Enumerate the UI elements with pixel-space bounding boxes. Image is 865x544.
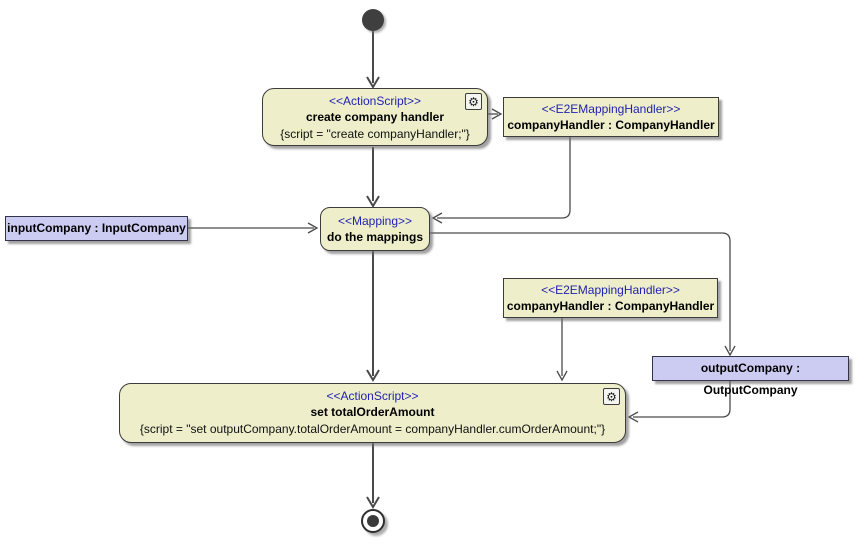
action-node-do-the-mappings[interactable]: <<Mapping>> do the mappings [320, 207, 430, 251]
script-label: {script = "create companyHandler;"} [280, 127, 470, 141]
stereotype-label: <<Mapping>> [337, 214, 413, 228]
edge-set-to-final [366, 443, 380, 509]
object-name: inputCompany : InputCompany [7, 221, 186, 235]
edge-companyhandler-to-mapping [431, 137, 571, 224]
object-node-company-handler-top[interactable]: <<E2EMappingHandler>> companyHandler : C… [503, 97, 719, 137]
edge-start-to-create [366, 31, 380, 89]
edge-create-to-companyhandler [488, 108, 503, 120]
action-node-create-company-handler[interactable]: <<ActionScript>> create company handler … [262, 88, 488, 146]
gear-icon: ⚙ [603, 388, 620, 405]
action-node-set-total-order-amount[interactable]: <<ActionScript>> set totalOrderAmount {s… [119, 383, 626, 443]
object-name: outputCompany : OutputCompany [700, 361, 801, 397]
action-name: create company handler [305, 110, 445, 124]
stereotype-label: <<ActionScript>> [328, 94, 422, 108]
initial-node[interactable] [362, 9, 384, 31]
object-node-input-company[interactable]: inputCompany : InputCompany [5, 216, 188, 241]
edge-create-to-mapping [366, 147, 380, 208]
final-node-dot [367, 515, 379, 527]
action-name: do the mappings [327, 230, 423, 244]
object-name: companyHandler : CompanyHandler [507, 118, 715, 132]
action-name: set totalOrderAmount [310, 405, 435, 419]
edge-mapping-to-outputcompany [430, 232, 736, 357]
edge-inputcompany-to-mapping [188, 222, 319, 234]
object-node-output-company[interactable]: outputCompany : OutputCompany [652, 356, 849, 397]
edge-companyhandler2-to-set [556, 318, 568, 382]
stereotype-label: <<ActionScript>> [326, 389, 419, 403]
gear-icon: ⚙ [465, 93, 482, 110]
stereotype-label: <<E2EMappingHandler>> [541, 283, 680, 297]
edge-outputcompany-to-set [627, 381, 731, 423]
object-name: companyHandler : CompanyHandler [506, 299, 715, 313]
object-node-company-handler-mid[interactable]: <<E2EMappingHandler>> companyHandler : C… [503, 278, 718, 318]
stereotype-label: <<E2EMappingHandler>> [541, 102, 681, 116]
final-node[interactable] [361, 509, 385, 533]
script-label: {script = "set outputCompany.totalOrderA… [139, 422, 606, 436]
edge-mapping-to-set [366, 251, 380, 382]
